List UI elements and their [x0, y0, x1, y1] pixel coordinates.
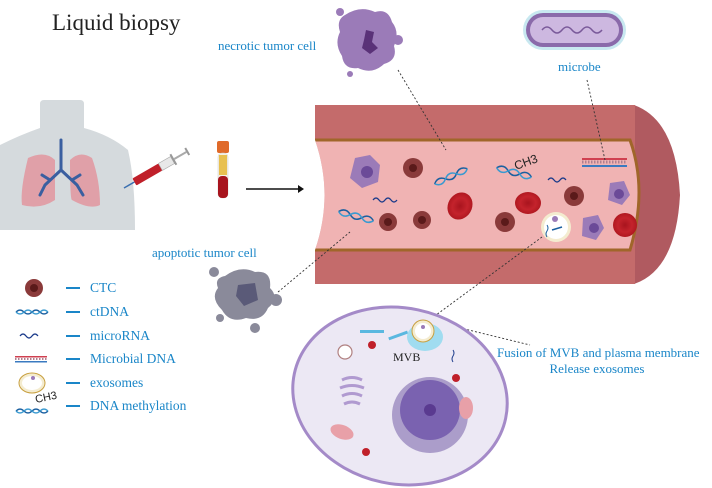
red-blood-cell-icon: [613, 213, 637, 237]
ctc-icon: [413, 211, 431, 229]
tumor-cell-icon: [582, 215, 604, 240]
ctc-icon: [379, 213, 397, 231]
figure-title: Liquid biopsy: [52, 10, 181, 35]
microbe-label: microbe: [558, 59, 601, 74]
fusion-label: Fusion of MVB and plasma membrane Releas…: [497, 345, 700, 377]
legend-item-microbial-dna: Microbial DNA: [14, 349, 176, 369]
legend-dash: [66, 382, 80, 384]
leader-lines: [277, 69, 606, 346]
red-blood-cell-icon: [515, 192, 541, 214]
microbial-dna-icon: [15, 356, 47, 363]
human-torso-icon: [0, 100, 135, 230]
legend-ch3-label: CH3: [34, 390, 58, 406]
ctdna-icon: [15, 309, 49, 315]
legend-dash: [66, 335, 80, 337]
ctc-icon: [25, 279, 43, 297]
apoptotic-tumor-cell-icon: [209, 267, 282, 333]
legend-item-ctdna: ctDNA: [14, 302, 129, 322]
legend-label: DNA methylation: [90, 398, 187, 413]
ctc-icon: [495, 212, 515, 232]
microrna-legend-icon: [14, 326, 60, 346]
tumor-cell-icon: [608, 181, 630, 205]
syringe-icon: [123, 147, 191, 189]
legend-item-microrna: microRNA: [14, 326, 150, 346]
microbe-icon: [523, 10, 626, 50]
exosome-icon: [541, 212, 571, 242]
tumor-cell-with-mvb: [291, 305, 509, 487]
microrna-icon: [372, 197, 398, 203]
exosome-legend-icon: [14, 373, 60, 393]
blood-tube-icon: [217, 141, 229, 199]
legend-icons: CH3: [15, 279, 58, 414]
microrna-icon: [19, 333, 39, 339]
legend-label: exosomes: [90, 375, 144, 390]
dna-methylation-icon: [15, 408, 49, 414]
necrotic-tumor-cell-label: necrotic tumor cell: [218, 38, 317, 53]
legend-label: CTC: [90, 280, 117, 295]
exosome-icon: [18, 372, 46, 394]
legend-item-dna-methylation: DNA methylation: [14, 396, 186, 416]
ctc-legend-icon: [14, 278, 60, 298]
vessel-contents: [337, 155, 637, 242]
fusion-label-line2: Release exosomes: [549, 361, 645, 376]
legend-dash: [66, 358, 80, 360]
legend-item-ctc: CTC: [14, 278, 116, 298]
legend-label: microRNA: [90, 328, 150, 343]
ctdna-legend-icon: [14, 302, 60, 322]
microrna-icon: [547, 177, 567, 183]
mvb-label: MVB: [393, 350, 421, 364]
red-blood-cell-icon: [447, 192, 473, 220]
ctc-icon: [403, 158, 423, 178]
dna-methylation-legend-icon: [14, 396, 60, 416]
arrow-icon: [246, 185, 304, 193]
apoptotic-tumor-cell-label: apoptotic tumor cell: [152, 245, 257, 260]
tumor-cell-icon: [350, 155, 380, 188]
legend-dash: [66, 287, 80, 289]
legend-dash: [66, 311, 80, 313]
legend-label: ctDNA: [90, 304, 129, 319]
necrotic-tumor-cell-icon: [336, 8, 403, 77]
microbial-dna-legend-icon: [14, 349, 60, 369]
ctc-icon: [564, 186, 584, 206]
legend-dash: [66, 405, 80, 407]
ctdna-icon: [337, 165, 533, 224]
legend-label: Microbial DNA: [90, 351, 176, 366]
fusion-label-line1: Fusion of MVB and plasma membrane: [497, 345, 700, 360]
legend-item-exosomes: exosomes: [14, 373, 143, 393]
